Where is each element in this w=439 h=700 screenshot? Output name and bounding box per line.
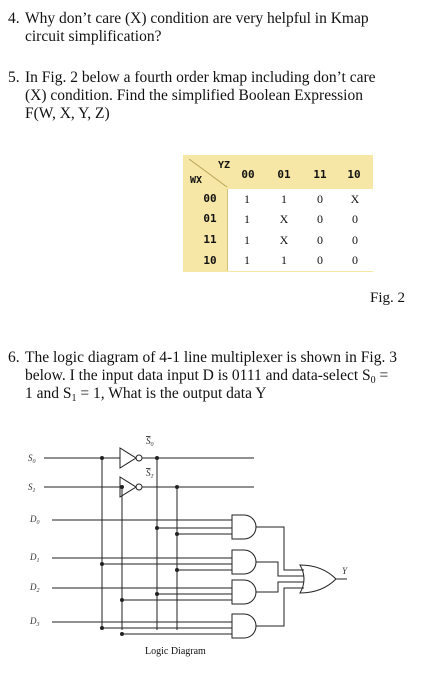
wire: [256, 526, 304, 571]
kmap-yz-label: YZ: [218, 160, 231, 171]
kmap-cell: 0: [352, 212, 358, 226]
d1-label: D1: [29, 552, 40, 564]
kmap-cell: 0: [317, 233, 323, 247]
question-5: 5. In Fig. 2 below a fourth order kmap i…: [8, 69, 428, 123]
kmap-row-header: 01: [203, 212, 217, 225]
kmap-cell: 1: [244, 192, 250, 206]
question-4: 4. Why don’t care (X) condition are very…: [8, 10, 428, 46]
question-text-line: In Fig. 2 below a fourth order kmap incl…: [25, 69, 376, 86]
kmap-row-header: 10: [203, 254, 217, 267]
question-text-line: (X) condition. Find the simplified Boole…: [25, 87, 363, 104]
wire: [256, 587, 304, 627]
or-gate: [299, 564, 337, 594]
and-gate: [231, 613, 257, 639]
subscript: 1: [71, 393, 77, 404]
kmap-col-header: 01: [277, 168, 291, 181]
kmap-cell: 1: [244, 253, 250, 267]
y-output-label: Y: [342, 566, 348, 576]
question-text-line: F(W, X, Y, Z): [25, 105, 110, 122]
figure-label: Fig. 2: [370, 290, 406, 306]
kmap-col-header: 10: [347, 168, 361, 181]
question-text-line: Why don’t care (X) condition are very he…: [25, 10, 369, 27]
subscript: 0: [370, 375, 376, 386]
question-number: 5.: [8, 69, 20, 86]
logic-diagram-caption: Logic Diagram: [145, 646, 206, 657]
s0-bar-label: S0: [146, 436, 154, 448]
question-6: 6. The logic diagram of 4-1 line multipl…: [8, 349, 428, 404]
kmap-corner-divider: [189, 159, 228, 188]
s1-bar-label: S1: [146, 468, 154, 480]
logic-diagram: S0 S1 S0 S1 D0 D1 D2 D3 Y: [28, 436, 348, 639]
kmap-cell: X: [279, 233, 289, 247]
kmap-col-header: 00: [241, 168, 255, 181]
kmap-figure: YZ WX 00 01 11 10 00 01 11 10 1 1 0 X 1 …: [183, 155, 373, 272]
kmap-row-header: 00: [203, 192, 217, 205]
d0-label: D0: [29, 514, 40, 526]
kmap-grid: 1 1 0 X 1 X 0 0 1 X 0 0 1 1 0 0: [227, 189, 373, 271]
s0-label: S0: [28, 453, 36, 465]
text-run: =: [375, 367, 389, 384]
question-text-line: 1 and S1 = 1, What is the output data Y: [25, 385, 428, 404]
kmap-cell: X: [279, 212, 289, 226]
wire: [256, 561, 304, 577]
s1-label: S1: [28, 482, 36, 494]
kmap-cell: X: [350, 192, 360, 206]
question-number: 4.: [8, 10, 20, 27]
question-text-line: below. I the input data input D is 0111 …: [25, 367, 428, 386]
question-text-line: The logic diagram of 4-1 line multiplexe…: [25, 349, 397, 366]
text-run: = 1, What is the output data Y: [76, 385, 267, 402]
kmap-cell: 1: [244, 212, 250, 226]
question-number: 6.: [8, 349, 20, 366]
inverter-gate: [119, 447, 137, 469]
kmap-cell: 1: [281, 192, 287, 206]
d2-label: D2: [29, 582, 40, 594]
kmap-cell: 1: [281, 253, 287, 267]
kmap-col-header: 11: [313, 168, 327, 181]
kmap-cell: 0: [317, 212, 323, 226]
and-gate: [231, 514, 257, 540]
question-text-line: circuit simplification?: [25, 28, 162, 45]
kmap-cell: 0: [352, 253, 358, 267]
d3-label: D3: [29, 616, 40, 628]
and-gate: [231, 579, 257, 605]
kmap-cell: 0: [317, 192, 323, 206]
wire: [256, 581, 304, 593]
junction-dots: [100, 456, 179, 636]
text-run: below. I the input data input D is 0111 …: [25, 367, 371, 384]
text-run: 1 and S: [25, 385, 72, 402]
and-gate: [231, 549, 257, 575]
kmap-cell: 1: [244, 233, 250, 247]
kmap-wx-label: WX: [190, 175, 203, 186]
kmap-cell: 0: [317, 253, 323, 267]
kmap-cell: 0: [352, 233, 358, 247]
kmap-row-header: 11: [203, 233, 217, 246]
